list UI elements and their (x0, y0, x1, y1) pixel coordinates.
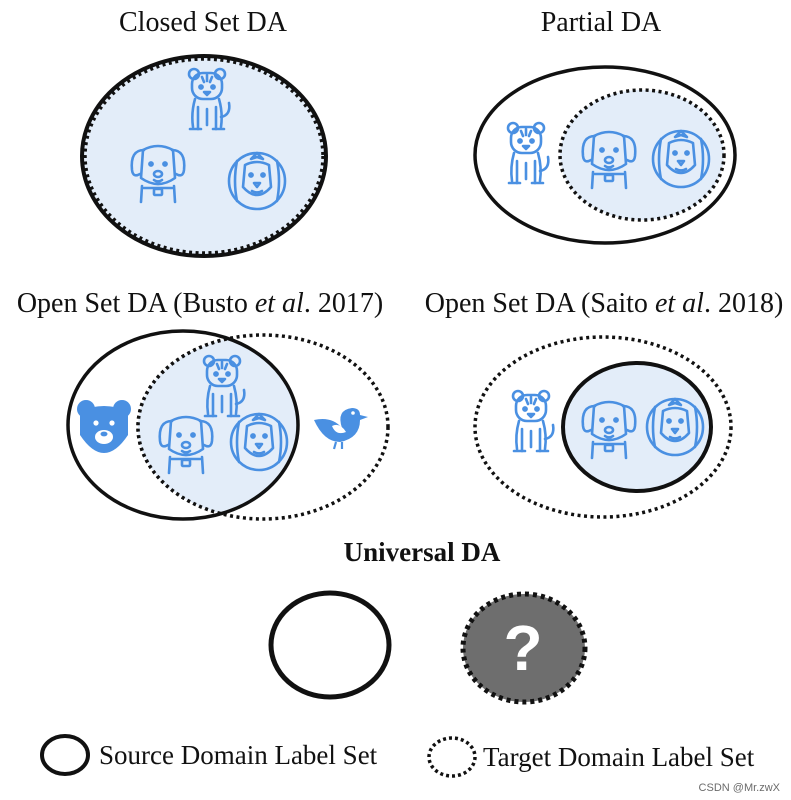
universal-target-ellipse (460, 591, 588, 705)
closed-set-diagram (80, 54, 328, 258)
partial-diagram (473, 65, 737, 245)
legend-source-swatch (40, 734, 90, 776)
bear-icon (77, 400, 131, 453)
partial-title: Partial DA (541, 7, 662, 38)
closed-set-source-ellipse (80, 54, 328, 258)
universal-source-ellipse (268, 590, 392, 700)
universal-title: Universal DA (344, 537, 501, 567)
question-mark-icon: ? (503, 612, 542, 684)
legend: Source Domain Label Set Target Domain La… (40, 734, 755, 778)
open-set-busto-title: Open Set DA (Busto et al. 2017) (17, 288, 383, 319)
legend-target-label: Target Domain Label Set (483, 742, 755, 772)
open-set-saito-diagram (473, 335, 733, 519)
legend-source-label: Source Domain Label Set (99, 740, 378, 770)
saito-source-ellipse (561, 361, 713, 493)
watermark: CSDN @Mr.zwX (699, 782, 781, 794)
partial-target-ellipse (558, 88, 726, 222)
universal-diagram: ? (268, 590, 588, 705)
open-set-saito-title: Open Set DA (Saito et al. 2018) (425, 288, 784, 319)
legend-target-swatch (427, 736, 477, 778)
open-set-busto-diagram (66, 329, 390, 521)
closed-set-title: Closed Set DA (119, 7, 288, 38)
closed-set-target-ellipse (83, 57, 325, 255)
busto-source-ellipse (66, 329, 300, 521)
